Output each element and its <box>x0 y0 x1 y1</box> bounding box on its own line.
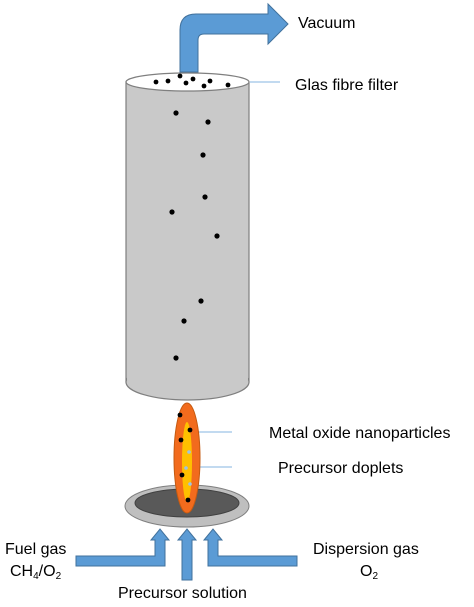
precursor-solution-arrow <box>176 528 198 581</box>
fuel-formula-sub: 2 <box>55 571 62 582</box>
fuel-formula-sub: 4 <box>33 571 39 582</box>
label-glass-fibre-filter: Glas fibre filter <box>295 77 399 94</box>
label-dispersion-gas: Dispersion gas <box>313 541 419 558</box>
chamber-particles <box>169 110 220 361</box>
label-fuel-gas-formula: CH4/O2 <box>10 563 62 582</box>
label-metal-oxide-nanoparticles: Metal oxide nanoparticles <box>269 425 451 442</box>
label-precursor-droplets: Precursor doplets <box>278 460 404 477</box>
label-fuel-gas: Fuel gas <box>5 541 67 558</box>
flame-particles <box>177 412 193 503</box>
label-dispersion-formula: O2 <box>360 563 379 582</box>
label-vacuum: Vacuum <box>298 15 356 32</box>
fuel-gas-arrow <box>75 528 171 567</box>
dispersion-formula-sub: 2 <box>372 571 379 582</box>
fuel-formula-part: /O <box>38 563 56 580</box>
leader-lines <box>196 81 280 468</box>
label-precursor-solution: Precursor solution <box>118 585 247 602</box>
fuel-formula-part: CH <box>10 563 34 580</box>
filter-particles <box>153 73 231 89</box>
dispersion-formula-part: O <box>360 563 373 580</box>
dispersion-gas-arrow <box>202 528 298 567</box>
vacuum-arrow <box>179 2 289 73</box>
flame-inner <box>182 422 192 502</box>
flame-droplets <box>184 450 192 486</box>
